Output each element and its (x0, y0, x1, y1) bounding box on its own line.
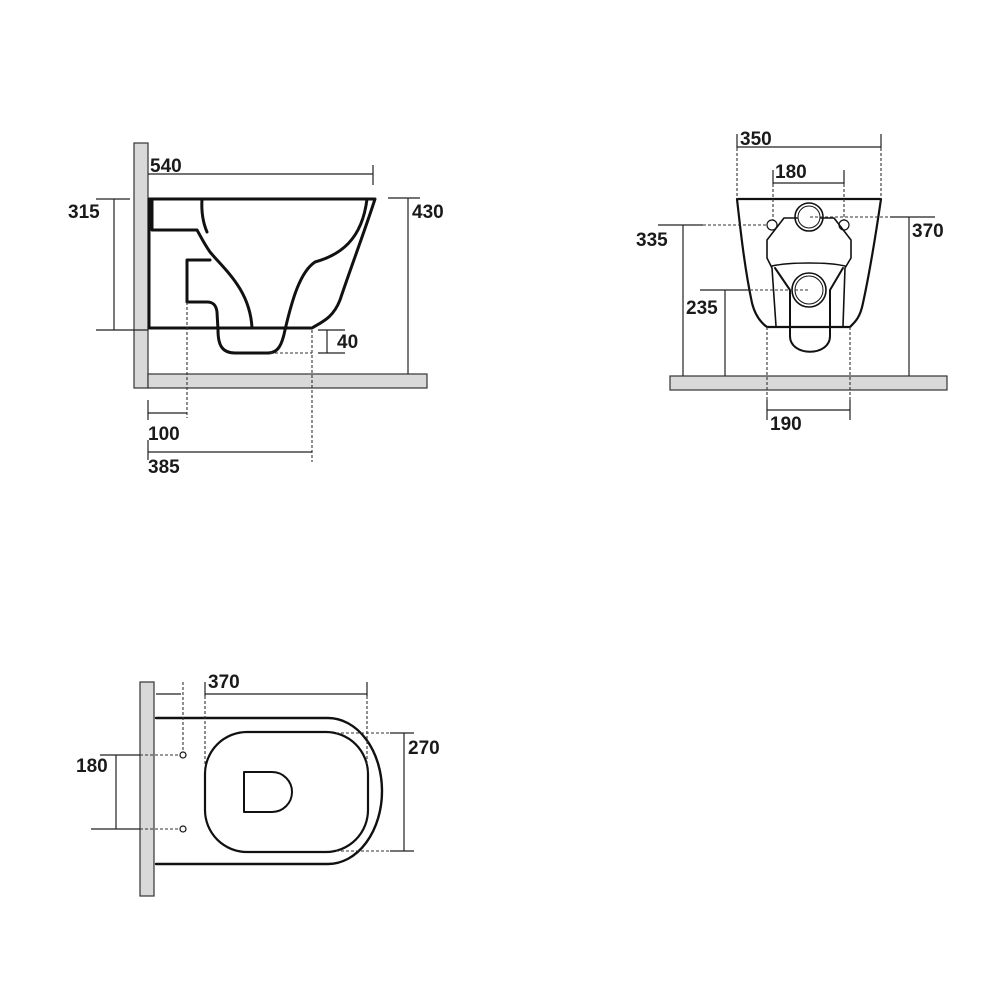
dim-label-trap-depth: 40 (337, 332, 358, 353)
dim-label-top-bolt-spacing: 180 (76, 756, 108, 777)
lid-outline (243, 771, 293, 813)
dimension-180-front: 180 (772, 162, 845, 220)
inlet-circle (794, 202, 824, 232)
dim-label-outlet-height: 235 (686, 298, 718, 319)
dimension-430: 430 (388, 197, 444, 374)
dim-label-base-width: 190 (770, 414, 802, 435)
wall (139, 681, 155, 897)
bolt-hole (838, 219, 850, 231)
dim-label-rim-height: 315 (68, 202, 100, 223)
dimension-40: 40 (270, 329, 358, 354)
dimension-335: 335 (636, 224, 767, 376)
dim-label-overall-width: 350 (740, 129, 772, 150)
floor (669, 375, 948, 391)
wall (133, 142, 149, 389)
dim-label-overall-length: 540 (150, 156, 182, 177)
dimension-100: 100 (147, 400, 187, 445)
dim-label-seat-width: 270 (408, 738, 440, 759)
dimension-235: 235 (686, 289, 809, 376)
dimension-540: 540 (148, 156, 374, 185)
toilet-side-outline (147, 197, 377, 355)
floor (147, 373, 428, 389)
dimension-350: 350 (736, 129, 882, 199)
seat-outline (203, 730, 370, 854)
dimension-370-top: 370 (204, 672, 368, 765)
dimension-190: 190 (766, 327, 851, 435)
dim-label-outlet-offset: 385 (148, 457, 180, 478)
dimension-385: 385 (147, 440, 312, 478)
bolt-hole (766, 219, 778, 231)
dimension-370-front: 370 (810, 216, 944, 376)
bolt-hole (179, 825, 187, 833)
top-view: 370 180 270 (76, 672, 440, 897)
toilet-front-outline (735, 197, 883, 353)
side-view: 540 315 430 40 100 (68, 142, 444, 478)
dimension-315: 315 (68, 198, 148, 331)
dim-label-seat-length: 370 (208, 672, 240, 693)
dim-label-bolt-spacing: 180 (775, 162, 807, 183)
dim-label-mounting-height: 430 (412, 202, 444, 223)
bolt-hole (179, 751, 187, 759)
front-view: 350 180 335 235 370 (636, 129, 948, 435)
dim-label-bolt-height: 335 (636, 230, 668, 251)
dimension-180-top: 180 (76, 754, 180, 830)
dimension-270: 270 (336, 732, 440, 852)
dim-label-inlet-height: 370 (912, 221, 944, 242)
toilet-top-outline (154, 716, 384, 866)
dim-label-bolt-offset: 100 (148, 424, 180, 445)
